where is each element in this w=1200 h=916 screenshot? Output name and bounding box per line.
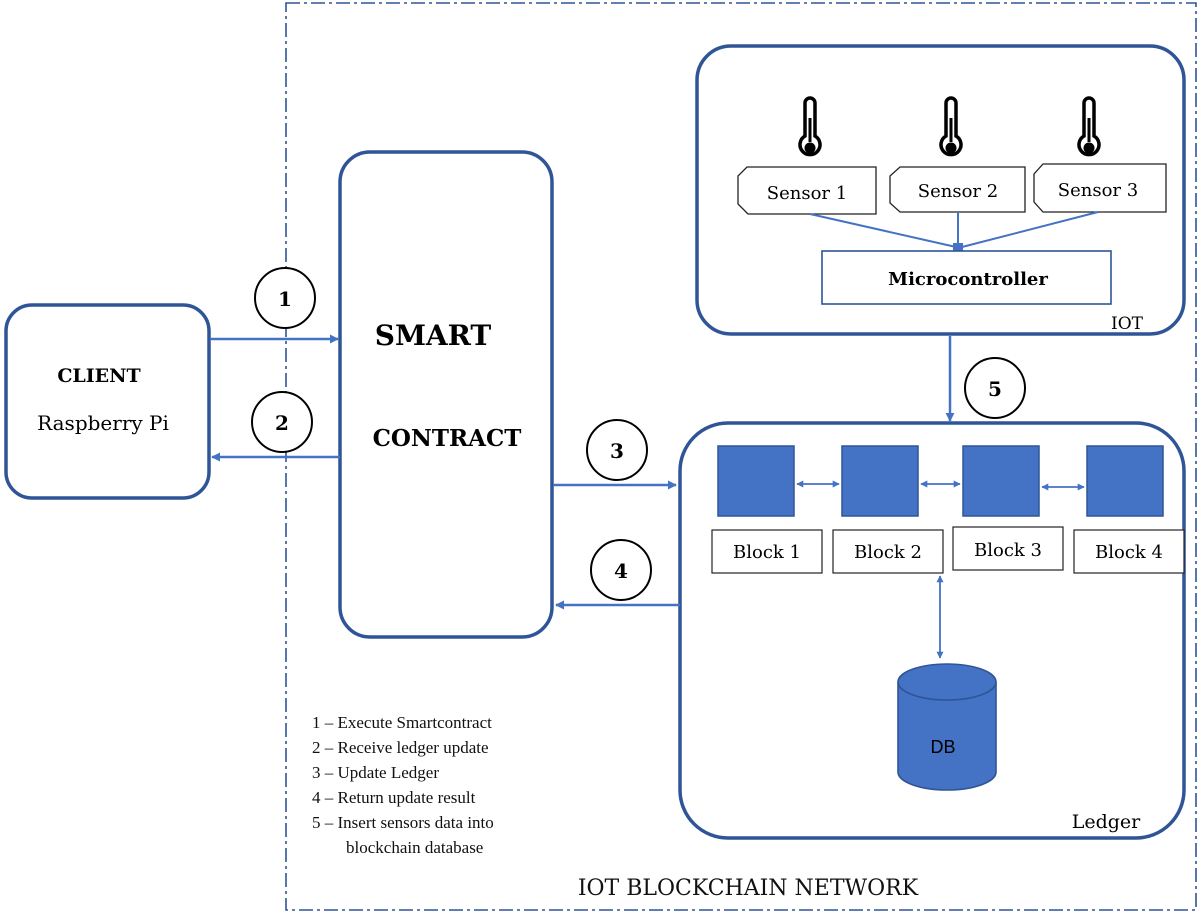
step-4-circle: 4	[590, 539, 652, 601]
db-label: DB	[930, 737, 955, 757]
client-title: CLIENT	[57, 365, 140, 387]
legend-item: 4 – Return update result	[312, 788, 476, 807]
block-1-square	[717, 445, 795, 517]
sensor-3-box	[1033, 163, 1167, 213]
block-1-label: Block 1	[733, 542, 801, 563]
step-5-label: 5	[988, 377, 1002, 401]
smart-contract-line1: SMART	[375, 319, 492, 352]
block-1-label-box	[711, 529, 823, 574]
sensor-3-label: Sensor 3	[1058, 180, 1138, 201]
step-2-label: 2	[275, 411, 289, 435]
smart-contract-line2: CONTRACT	[373, 425, 522, 452]
thermometer-icon	[798, 96, 822, 157]
block-2-label: Block 2	[854, 542, 922, 563]
client-box	[4, 303, 211, 500]
connector-junction	[953, 243, 963, 251]
microcontroller-box	[821, 250, 1112, 305]
smart-contract-box	[338, 150, 554, 639]
sensor-2-label: Sensor 2	[918, 181, 998, 202]
sensor-2-box	[889, 166, 1026, 213]
block-4-square	[1086, 445, 1164, 517]
block-4-label: Block 4	[1095, 542, 1163, 563]
db-cylinder: DB	[897, 663, 997, 791]
ledger-label: Ledger	[1072, 811, 1141, 833]
network-label: IOT BLOCKCHAIN NETWORK	[578, 876, 919, 901]
sensor-1-label: Sensor 1	[767, 183, 847, 204]
steps-legend: 1 – Execute Smartcontract 2 – Receive le…	[312, 710, 494, 860]
thermometer-icon	[1077, 96, 1101, 157]
legend-item: 3 – Update Ledger	[312, 763, 439, 782]
client-subtitle: Raspberry Pi	[37, 411, 169, 435]
sensor-1-box	[737, 166, 877, 215]
sensor-connector	[961, 211, 1099, 248]
step-3-circle: 3	[586, 419, 648, 481]
microcontroller-label: Microcontroller	[888, 269, 1048, 290]
step-5-circle: 5	[964, 357, 1026, 419]
legend-item: 1 – Execute Smartcontract	[312, 713, 492, 732]
step-1-circle: 1	[254, 267, 316, 329]
step-1-label: 1	[278, 287, 292, 311]
legend-item: 5 – Insert sensors data into	[312, 813, 494, 832]
step-3-label: 3	[610, 439, 624, 463]
iot-label: IOT	[1111, 314, 1144, 334]
step-2-circle: 2	[251, 391, 313, 453]
block-3-label-box	[952, 526, 1064, 571]
block-3-label: Block 3	[974, 540, 1042, 561]
step-4-label: 4	[614, 559, 628, 583]
block-2-square	[841, 445, 919, 517]
legend-item: 2 – Receive ledger update	[312, 738, 489, 757]
sensor-connector	[809, 213, 957, 248]
block-3-square	[962, 445, 1040, 517]
legend-item: blockchain database	[346, 838, 484, 857]
block-4-label-box	[1073, 529, 1185, 574]
block-2-label-box	[832, 529, 944, 574]
thermometer-icon	[939, 96, 963, 157]
